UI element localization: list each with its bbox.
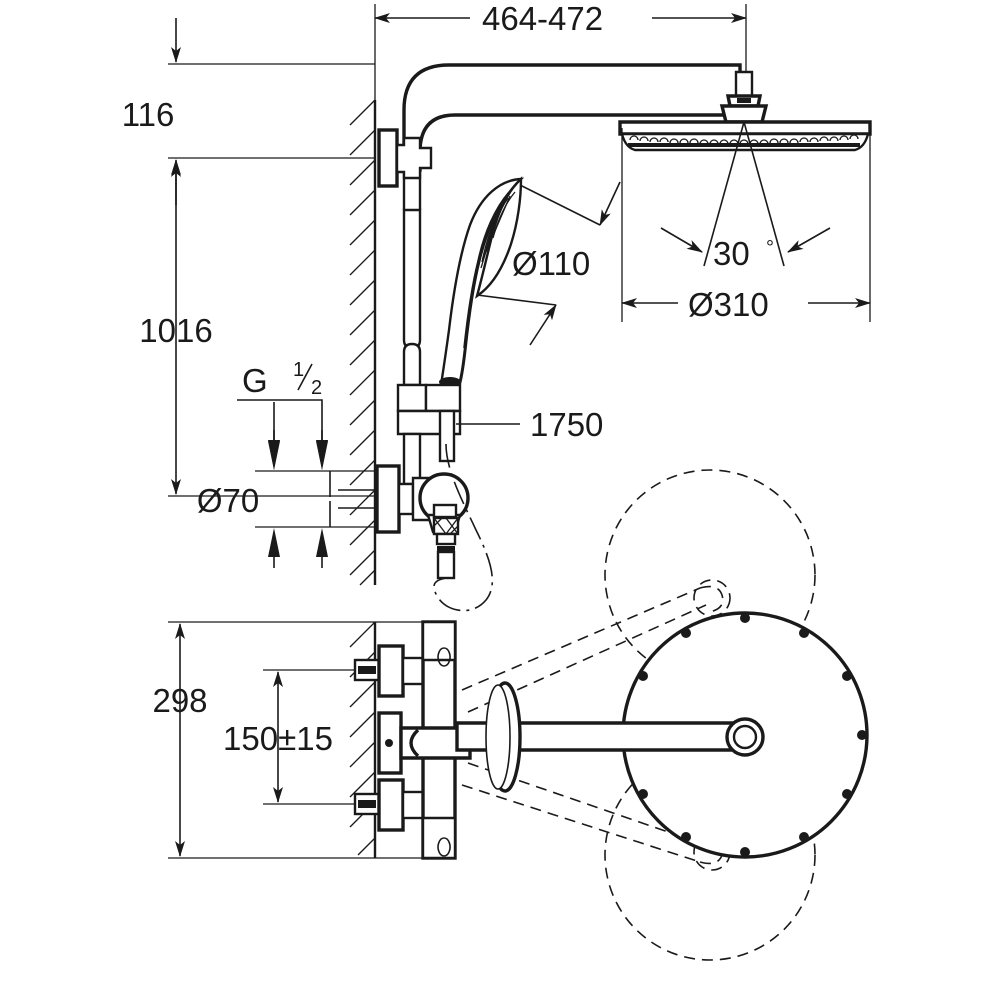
dimension-label-degree-symbol: ° [766, 237, 774, 259]
dimension-label-spray-angle: 30 [713, 235, 750, 272]
wall-hatching-upper [349, 99, 376, 586]
hand-shower-holder [396, 383, 462, 486]
dimension-label-hand-shower-110: Ø110 [512, 245, 590, 282]
dimension-label-mixer-298: 298 [152, 682, 207, 719]
shower-hose [433, 443, 494, 612]
spray-cone-lines [703, 121, 785, 267]
diverter-body [375, 464, 470, 534]
dimension-head-310: Ø310 [621, 128, 871, 323]
dimension-label-top-span: 464-472 [482, 0, 603, 37]
head-shower-nozzle-row [628, 134, 860, 147]
swivel-plan-view [455, 469, 869, 961]
dimension-label-116: 116 [122, 96, 175, 133]
dimension-label-head-310: Ø310 [688, 286, 769, 323]
dimension-label-escutcheon-70: Ø70 [197, 482, 259, 519]
dimension-inlet-centres-150: 150±15 [223, 669, 400, 805]
thermostatic-mixer [353, 620, 472, 860]
hose-connector [432, 516, 460, 580]
callout-inlet-thread: G 1 2 [237, 359, 328, 470]
riser-rail [402, 208, 422, 387]
hand-shower-spray-face [480, 191, 516, 269]
dimension-top-span: 464-472 [374, 0, 747, 128]
wall-section-upper [349, 99, 377, 586]
dimension-label-inlet-centres-150: 150±15 [223, 720, 333, 757]
dimension-mixer-298: 298 [152, 621, 455, 859]
dimension-116: 116 [122, 18, 375, 205]
spout-arm-plan [455, 681, 765, 793]
hand-shower [439, 176, 525, 387]
dimension-label-thread-G: G [242, 362, 268, 399]
callout-hose-1750: 1750 [456, 406, 603, 443]
spout-tip-ghost-upper [693, 579, 731, 617]
dimension-label-thread-denominator: 2 [311, 377, 322, 399]
dimension-label-1016: 1016 [139, 312, 212, 349]
callout-hand-shower-110: Ø110 [476, 181, 621, 346]
wall-bracket-upper [377, 128, 433, 188]
callout-spray-angle: 30 ° [660, 227, 831, 272]
wall-hatching-lower [349, 621, 376, 856]
wall-section-lower [349, 621, 377, 858]
dimension-label-hose-1750: 1750 [530, 406, 603, 443]
dimension-1016: 1016 [139, 161, 375, 497]
dimension-label-thread-numerator: 1 [293, 359, 304, 381]
knurl-pattern [433, 517, 459, 535]
